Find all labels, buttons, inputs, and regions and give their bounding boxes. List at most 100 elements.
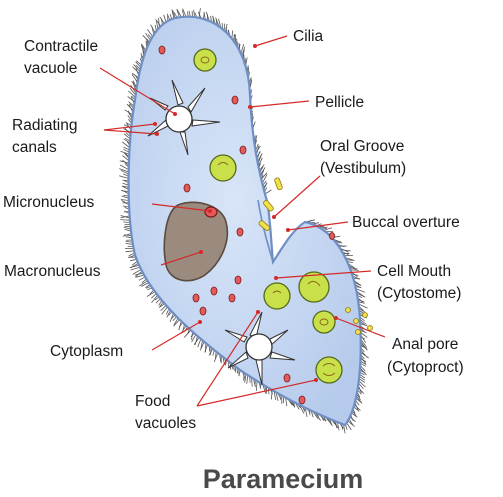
cilium xyxy=(197,338,202,348)
label-anal-pore-line1: Anal pore xyxy=(392,336,458,353)
cilium xyxy=(158,17,160,28)
cilium xyxy=(127,96,135,103)
cilium xyxy=(349,416,356,423)
cilium xyxy=(145,32,151,41)
cilium xyxy=(130,266,141,271)
cilium xyxy=(340,249,351,252)
cilium xyxy=(199,341,205,351)
food-vacuole xyxy=(263,282,291,310)
cilium xyxy=(121,195,129,199)
cilium xyxy=(119,164,129,171)
cilium xyxy=(166,310,171,318)
cilium xyxy=(125,241,133,243)
cilium xyxy=(169,313,174,322)
cilium xyxy=(129,258,137,262)
cilium xyxy=(285,397,288,407)
label-contractile-vacuole-line2: vacuole xyxy=(24,60,77,77)
cilium xyxy=(346,422,352,431)
cilium xyxy=(151,293,157,299)
label-cell-mouth-line2: (Cytostome) xyxy=(377,285,461,302)
cilium xyxy=(131,74,138,83)
cilium xyxy=(131,260,138,266)
cilium xyxy=(158,303,165,308)
cilium xyxy=(132,66,140,74)
cilium xyxy=(120,199,129,201)
cilium xyxy=(176,8,182,18)
cilium xyxy=(155,18,162,27)
cilium xyxy=(138,276,146,281)
label-cytoplasm: Cytoplasm xyxy=(50,343,123,360)
cilium xyxy=(353,406,360,412)
cilium xyxy=(264,189,272,195)
cilium xyxy=(183,329,192,338)
label-pellicle: Pellicle xyxy=(315,94,364,111)
cilium xyxy=(356,292,366,298)
cilium xyxy=(198,8,201,18)
cilium xyxy=(304,407,308,417)
cilium xyxy=(243,372,245,381)
cilium xyxy=(126,103,134,111)
label-oral-groove-line2: (Vestibulum) xyxy=(320,160,406,177)
food-vacuole xyxy=(298,271,330,303)
cilium xyxy=(345,257,355,261)
cilium xyxy=(131,72,139,79)
cilium xyxy=(120,169,129,175)
cilium xyxy=(213,352,219,363)
label-buccal-overture: Buccal overture xyxy=(352,214,460,231)
cilium xyxy=(172,10,176,19)
cilium xyxy=(354,404,361,411)
cilium xyxy=(119,175,129,179)
cilium xyxy=(125,250,135,253)
food-vacuoles xyxy=(193,48,343,384)
label-cell-mouth-line1: Cell Mouth xyxy=(377,263,451,280)
cilium xyxy=(159,16,165,24)
cilium xyxy=(160,305,167,311)
cilium xyxy=(343,424,346,434)
cilium xyxy=(358,303,368,309)
cilium xyxy=(255,380,258,391)
cilium xyxy=(146,291,156,297)
label-food-vacuoles-line1: Food xyxy=(135,393,170,410)
label-contractile-vacuole-line1: Contractile xyxy=(24,38,98,55)
macronucleus-shape xyxy=(163,201,229,282)
cilium xyxy=(163,14,167,23)
cilium xyxy=(171,9,175,19)
cilium xyxy=(359,367,367,376)
cilium xyxy=(182,9,185,17)
food-vacuole xyxy=(312,310,336,334)
cilium xyxy=(176,9,180,18)
cilium xyxy=(151,294,158,303)
cilium xyxy=(128,90,136,98)
cilium xyxy=(119,168,129,173)
cilium xyxy=(147,29,153,37)
cilium xyxy=(182,8,187,17)
cilium xyxy=(122,233,132,237)
cilium xyxy=(120,215,130,219)
cilium xyxy=(191,334,197,343)
cilium xyxy=(251,377,253,387)
cilium xyxy=(355,288,366,293)
cilium xyxy=(130,262,139,269)
label-radiating-canals-line1: Radiating xyxy=(12,117,78,134)
cilium xyxy=(246,375,249,384)
cilium xyxy=(178,321,182,331)
cilium xyxy=(161,306,168,315)
cilium xyxy=(142,35,150,43)
cilium xyxy=(360,351,369,359)
cilium xyxy=(135,270,143,278)
cilium xyxy=(358,380,366,388)
cilium xyxy=(120,190,129,193)
cytoplasm-granules xyxy=(158,45,335,405)
label-micronucleus: Micronucleus xyxy=(3,194,95,211)
cilium xyxy=(200,340,203,349)
cilium xyxy=(194,335,198,346)
cilium xyxy=(215,351,217,360)
cilium xyxy=(125,243,133,245)
cilium xyxy=(141,282,149,287)
cilium xyxy=(350,269,360,271)
label-oral-groove-line1: Oral Groove xyxy=(320,138,404,155)
cilium xyxy=(139,280,148,287)
food-vacuole xyxy=(209,154,237,182)
cilium xyxy=(156,20,159,30)
